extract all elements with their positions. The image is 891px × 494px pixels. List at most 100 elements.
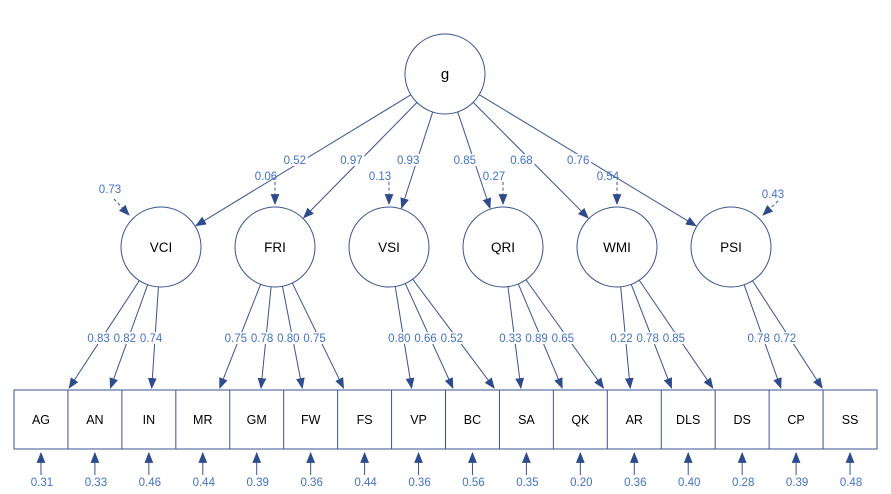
factor-residual-VCI: 0.73 — [99, 184, 121, 196]
label-mask — [771, 332, 798, 344]
indicator-box-label-DLS: DLS — [676, 413, 700, 427]
label-mask — [745, 332, 772, 344]
label-mask — [634, 332, 661, 344]
indicator-residual-FW: 0.36 — [300, 477, 322, 489]
factor-node-VSI — [348, 206, 430, 288]
factor-residual-arrow-VCI — [113, 198, 130, 216]
label-mask — [497, 332, 524, 344]
loading-label-FRI-MR: 0.75 — [225, 333, 247, 345]
g-loading-QRI: 0.85 — [454, 155, 476, 167]
factor-residual-VSI: 0.13 — [369, 171, 391, 183]
indicator-residual-SA: 0.35 — [516, 477, 538, 489]
label-mask — [386, 332, 413, 344]
label-mask — [451, 154, 478, 166]
label-mask — [85, 332, 112, 344]
factor-residual-FRI: 0.06 — [255, 171, 277, 183]
indicator-box-label-SA: SA — [518, 413, 535, 427]
factor-residual-PSI: 0.43 — [762, 189, 784, 201]
loading-label-QRI-AR: 0.65 — [552, 333, 574, 345]
loading-label-PSI-CP: 0.78 — [747, 333, 769, 345]
indicator-residual-CP: 0.39 — [786, 477, 808, 489]
label-mask — [111, 332, 138, 344]
g-loading-VCI: 0.52 — [284, 155, 306, 167]
indicator-box-label-SS: SS — [842, 413, 859, 427]
loading-label-WMI-DS: 0.85 — [663, 333, 685, 345]
indicator-box-label-VP: VP — [410, 413, 427, 427]
indicator-box-label-AN: AN — [86, 413, 103, 427]
indicator-residual-DLS: 0.40 — [678, 477, 700, 489]
loading-label-VSI-BC: 0.66 — [414, 333, 436, 345]
label-mask — [608, 332, 635, 344]
g-loading-PSI: 0.76 — [567, 155, 589, 167]
loading-label-VCI-AN: 0.82 — [114, 333, 136, 345]
factor-residual-arrow-PSI — [762, 200, 779, 216]
factor-label-QRI: QRI — [491, 240, 515, 255]
indicator-residual-QK: 0.20 — [570, 477, 592, 489]
indicator-box-label-CP: CP — [787, 413, 804, 427]
loading-label-WMI-DLS: 0.78 — [636, 333, 658, 345]
indicator-box-label-IN: IN — [143, 413, 156, 427]
loading-label-VSI-VP: 0.80 — [388, 333, 410, 345]
loading-label-PSI-SS: 0.72 — [774, 333, 796, 345]
factor-node-PSI — [690, 206, 772, 288]
indicator-residual-AR: 0.36 — [624, 477, 646, 489]
factor-label-VSI: VSI — [378, 240, 400, 255]
factor-node-WMI — [576, 206, 658, 288]
g-factor-label: g — [441, 66, 449, 83]
label-mask — [508, 154, 535, 166]
factor-node-QRI — [462, 206, 544, 288]
indicator-residual-BC: 0.56 — [462, 477, 484, 489]
factor-label-FRI: FRI — [264, 240, 286, 255]
factor-node-FRI — [234, 206, 316, 288]
indicator-residual-FS: 0.44 — [354, 477, 377, 489]
indicator-box-label-AG: AG — [32, 413, 50, 427]
label-mask — [301, 332, 328, 344]
label-mask — [281, 154, 308, 166]
factor-residual-QRI: 0.27 — [483, 171, 505, 183]
loading-label-VCI-IN: 0.74 — [140, 333, 163, 345]
indicator-residual-SS: 0.48 — [840, 477, 862, 489]
label-mask — [523, 332, 550, 344]
indicator-box-label-DS: DS — [733, 413, 750, 427]
label-mask — [249, 332, 276, 344]
indicator-box-label-BC: BC — [464, 413, 481, 427]
indicator-residual-DS: 0.28 — [732, 477, 754, 489]
loading-label-WMI-AR: 0.22 — [610, 333, 632, 345]
indicator-residual-AN: 0.33 — [85, 477, 107, 489]
factor-label-PSI: PSI — [720, 240, 742, 255]
label-mask — [660, 332, 687, 344]
indicator-box-label-FS: FS — [357, 413, 373, 427]
factor-label-VCI: VCI — [150, 240, 173, 255]
indicator-box-label-GM: GM — [247, 413, 267, 427]
label-mask — [338, 154, 365, 166]
indicator-residual-MR: 0.44 — [193, 477, 216, 489]
indicator-residual-GM: 0.39 — [247, 477, 269, 489]
label-mask — [549, 332, 576, 344]
label-mask — [222, 332, 249, 344]
factor-node-VCI — [120, 206, 202, 288]
g-loading-WMI: 0.68 — [510, 155, 532, 167]
indicator-box-label-FW: FW — [301, 413, 321, 427]
factor-label-WMI: WMI — [603, 240, 631, 255]
g-factor-node — [404, 33, 486, 115]
indicator-residual-AG: 0.31 — [31, 477, 53, 489]
label-mask — [438, 332, 465, 344]
loading-label-QRI-QK: 0.89 — [525, 333, 547, 345]
g-loading-VSI: 0.93 — [397, 155, 419, 167]
indicator-box-label-AR: AR — [626, 413, 643, 427]
indicator-box-label-QK: QK — [571, 413, 590, 427]
g-loading-FRI: 0.97 — [340, 155, 362, 167]
loading-label-QRI-SA: 0.33 — [499, 333, 521, 345]
loading-label-FRI-FW: 0.80 — [277, 333, 299, 345]
label-mask — [138, 332, 165, 344]
label-mask — [412, 332, 439, 344]
indicator-residual-VP: 0.36 — [408, 477, 430, 489]
loading-label-VCI-AG: 0.83 — [87, 333, 109, 345]
label-mask — [395, 154, 422, 166]
loading-label-FRI-GM: 0.78 — [251, 333, 273, 345]
label-mask — [565, 154, 592, 166]
label-mask — [275, 332, 302, 344]
loading-label-FRI-FS: 0.75 — [303, 333, 325, 345]
